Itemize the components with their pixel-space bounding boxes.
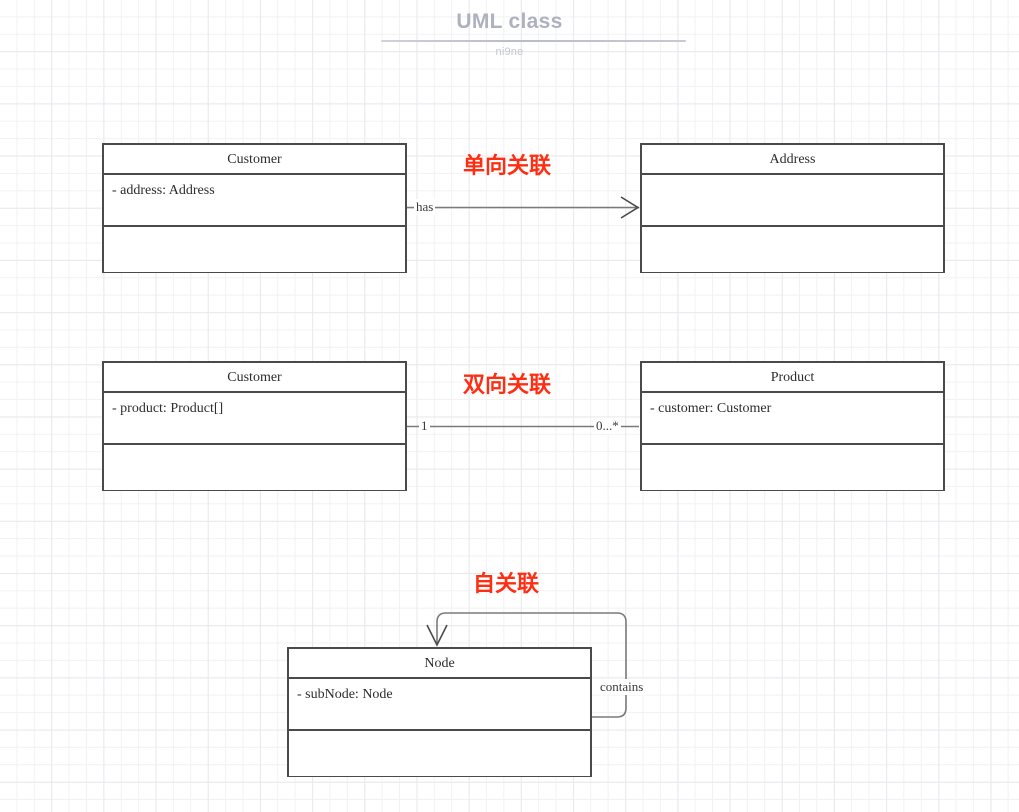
edge-label-has: has	[414, 199, 436, 215]
open-arrowhead-right-icon	[620, 196, 640, 219]
class-name: Customer	[104, 363, 405, 393]
class-name: Address	[642, 145, 943, 175]
class-methods	[104, 227, 405, 272]
class-methods	[642, 445, 943, 490]
class-methods	[642, 227, 943, 272]
page-subtitle: ni9ne	[495, 46, 524, 58]
multiplicity-right: 0...*	[594, 418, 621, 434]
class-methods	[289, 731, 590, 776]
open-arrowhead-down-icon	[426, 624, 448, 647]
title-divider	[381, 40, 686, 42]
class-box-customer-2[interactable]: Customer - product: Product[]	[102, 361, 407, 491]
class-box-product[interactable]: Product - customer: Customer	[640, 361, 945, 491]
class-box-customer-1[interactable]: Customer - address: Address	[102, 143, 407, 273]
class-attributes: - subNode: Node	[289, 679, 590, 731]
class-name: Product	[642, 363, 943, 393]
class-box-address[interactable]: Address	[640, 143, 945, 273]
relationship-label-unidirectional: 单向关联	[463, 153, 552, 178]
relationship-label-self: 自关联	[473, 571, 540, 596]
class-box-node[interactable]: Node - subNode: Node	[287, 647, 592, 777]
relationship-label-bidirectional: 双向关联	[463, 372, 552, 397]
class-attributes: - product: Product[]	[104, 393, 405, 445]
class-methods	[104, 445, 405, 490]
class-name: Customer	[104, 145, 405, 175]
page-title: UML class	[456, 10, 563, 33]
multiplicity-left: 1	[419, 418, 430, 434]
class-attributes: - customer: Customer	[642, 393, 943, 445]
class-attributes: - address: Address	[104, 175, 405, 227]
class-name: Node	[289, 649, 590, 679]
edge-label-contains: contains	[598, 679, 646, 695]
class-attributes	[642, 175, 943, 227]
